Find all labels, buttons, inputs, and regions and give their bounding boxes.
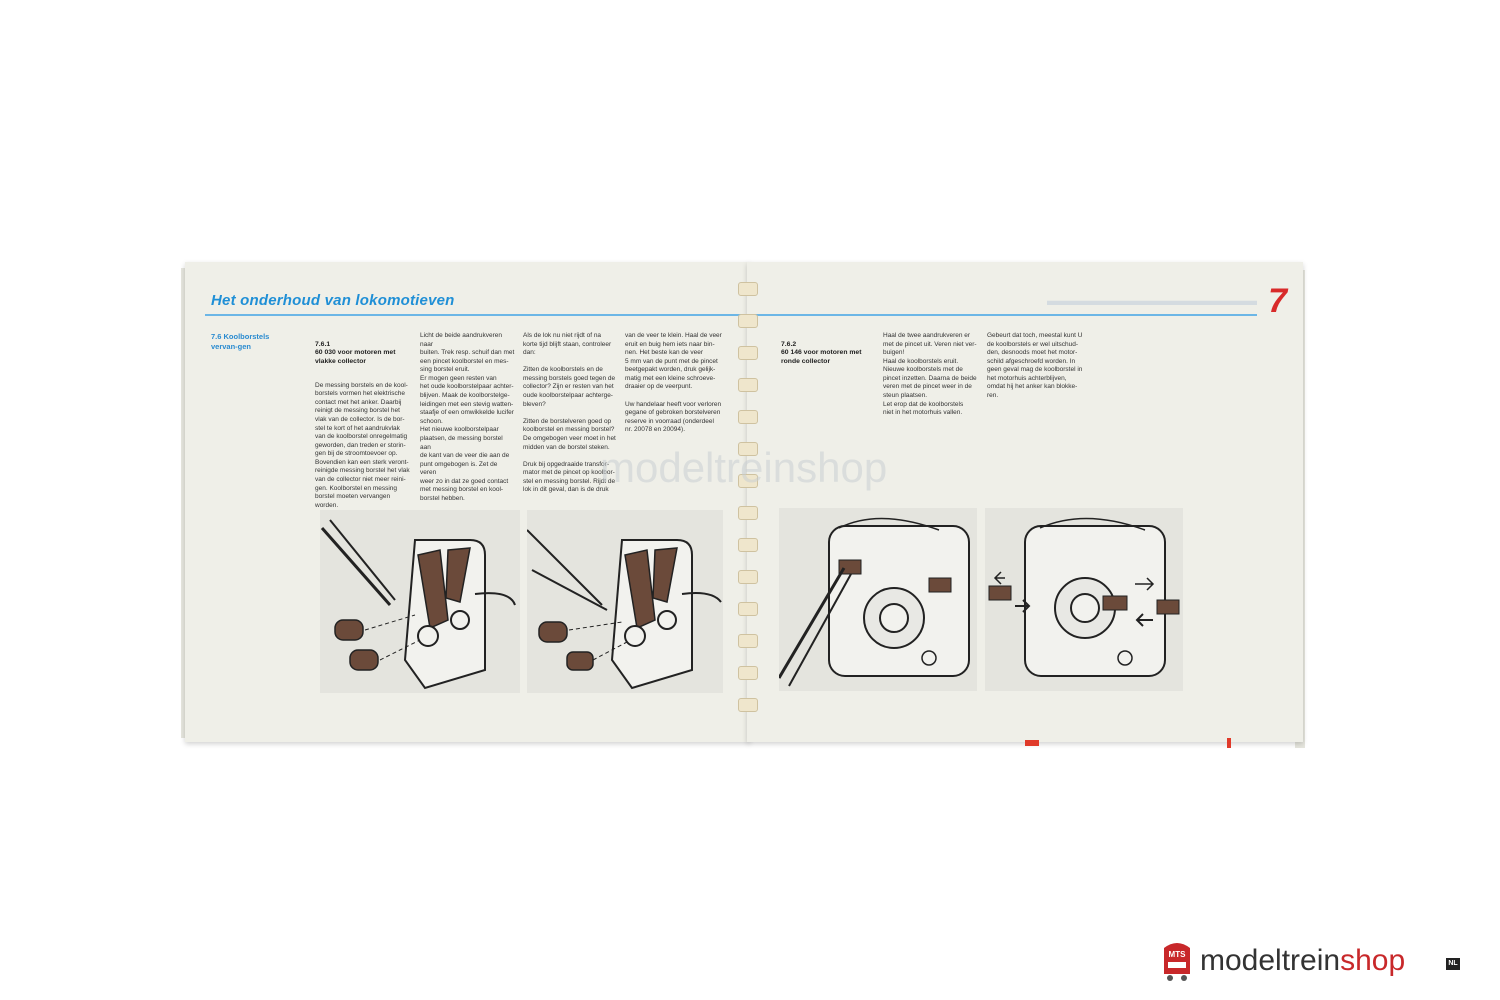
right-page: ▬▬▬▬▬▬▬▬▬▬▬▬▬▬▬ 7 7.6.2 60 146 voor moto… — [747, 262, 1303, 742]
spiral-binding-ring — [738, 378, 758, 392]
brush-replacement-illustration-2 — [526, 510, 723, 693]
left-page: Het onderhoud van lokomotieven 7.6 Koolb… — [185, 262, 750, 742]
flat-collector-motor-icon — [320, 519, 516, 690]
logo-wordmark: modeltreinshop — [1200, 944, 1405, 978]
spiral-binding-ring — [738, 410, 758, 424]
spiral-binding-ring — [738, 634, 758, 648]
text-column-3: Gebeurt dat toch, meestal kunt U de kool… — [987, 332, 1083, 400]
paragraph: De messing borstels en de kool- borstels… — [315, 381, 410, 509]
text-column-2: Haal de twee aandrukveren er met de pinc… — [883, 332, 977, 417]
spiral-binding-ring — [738, 314, 758, 328]
round-collector-motor-icon — [988, 517, 1180, 677]
spiral-binding-ring — [738, 346, 758, 360]
round-collector-illustration-1 — [777, 508, 977, 691]
show-through-title: ▬▬▬▬▬▬▬▬▬▬▬▬▬▬▬ — [1047, 292, 1257, 308]
chapter-number: 7 — [1268, 282, 1287, 320]
text-column-3: Als de lok nu niet rijdt of na korte tij… — [523, 332, 616, 494]
booklet: Het onderhoud van lokomotieven 7.6 Koolb… — [181, 262, 1305, 752]
spiral-binding-ring — [738, 570, 758, 584]
logo-badge-text: MTS — [1169, 950, 1187, 959]
spiral-binding-ring — [738, 538, 758, 552]
red-edge-mark — [1025, 740, 1039, 746]
site-logo: MTS modeltreinshop NL — [1160, 940, 1460, 986]
country-badge: NL — [1446, 958, 1460, 970]
flat-collector-motor-icon — [526, 529, 722, 690]
watermark: modeltreinshop — [600, 444, 888, 491]
title-rule — [747, 314, 1257, 316]
spiral-binding-ring — [738, 442, 758, 456]
subsection-heading: 7.6.2 60 146 voor motoren met ronde coll… — [781, 340, 862, 366]
train-badge-icon: MTS — [1164, 943, 1190, 981]
text-column-4: van de veer te klein. Haal de veer eruit… — [625, 332, 722, 434]
subsection-heading: 7.6.1 60 030 voor motoren met vlakke col… — [315, 340, 396, 366]
title-rule — [205, 314, 746, 316]
spiral-binding-ring — [738, 474, 758, 488]
red-edge-mark — [1227, 738, 1231, 748]
round-collector-motor-icon — [777, 517, 970, 687]
logo-word-2: shop — [1340, 944, 1406, 977]
round-collector-illustration-2 — [985, 508, 1183, 691]
text-column-1: 7.6.1 60 030 voor motoren met vlakke col… — [315, 332, 410, 519]
spiral-binding-ring — [738, 282, 758, 296]
spiral-binding-ring — [738, 698, 758, 712]
logo-word-1: modeltrein — [1200, 944, 1341, 977]
page-title: Het onderhoud van lokomotieven — [211, 292, 455, 309]
text-column-2: Licht de beide aandrukveren naar buiten.… — [420, 332, 515, 502]
brush-replacement-illustration-1 — [320, 510, 520, 693]
spiral-binding-ring — [738, 602, 758, 616]
section-heading: 7.6 Koolborstels vervan-gen — [211, 332, 270, 351]
spiral-binding-ring — [738, 506, 758, 520]
spiral-binding-ring — [738, 666, 758, 680]
text-column-1: 7.6.2 60 146 voor motoren met ronde coll… — [781, 332, 866, 382]
